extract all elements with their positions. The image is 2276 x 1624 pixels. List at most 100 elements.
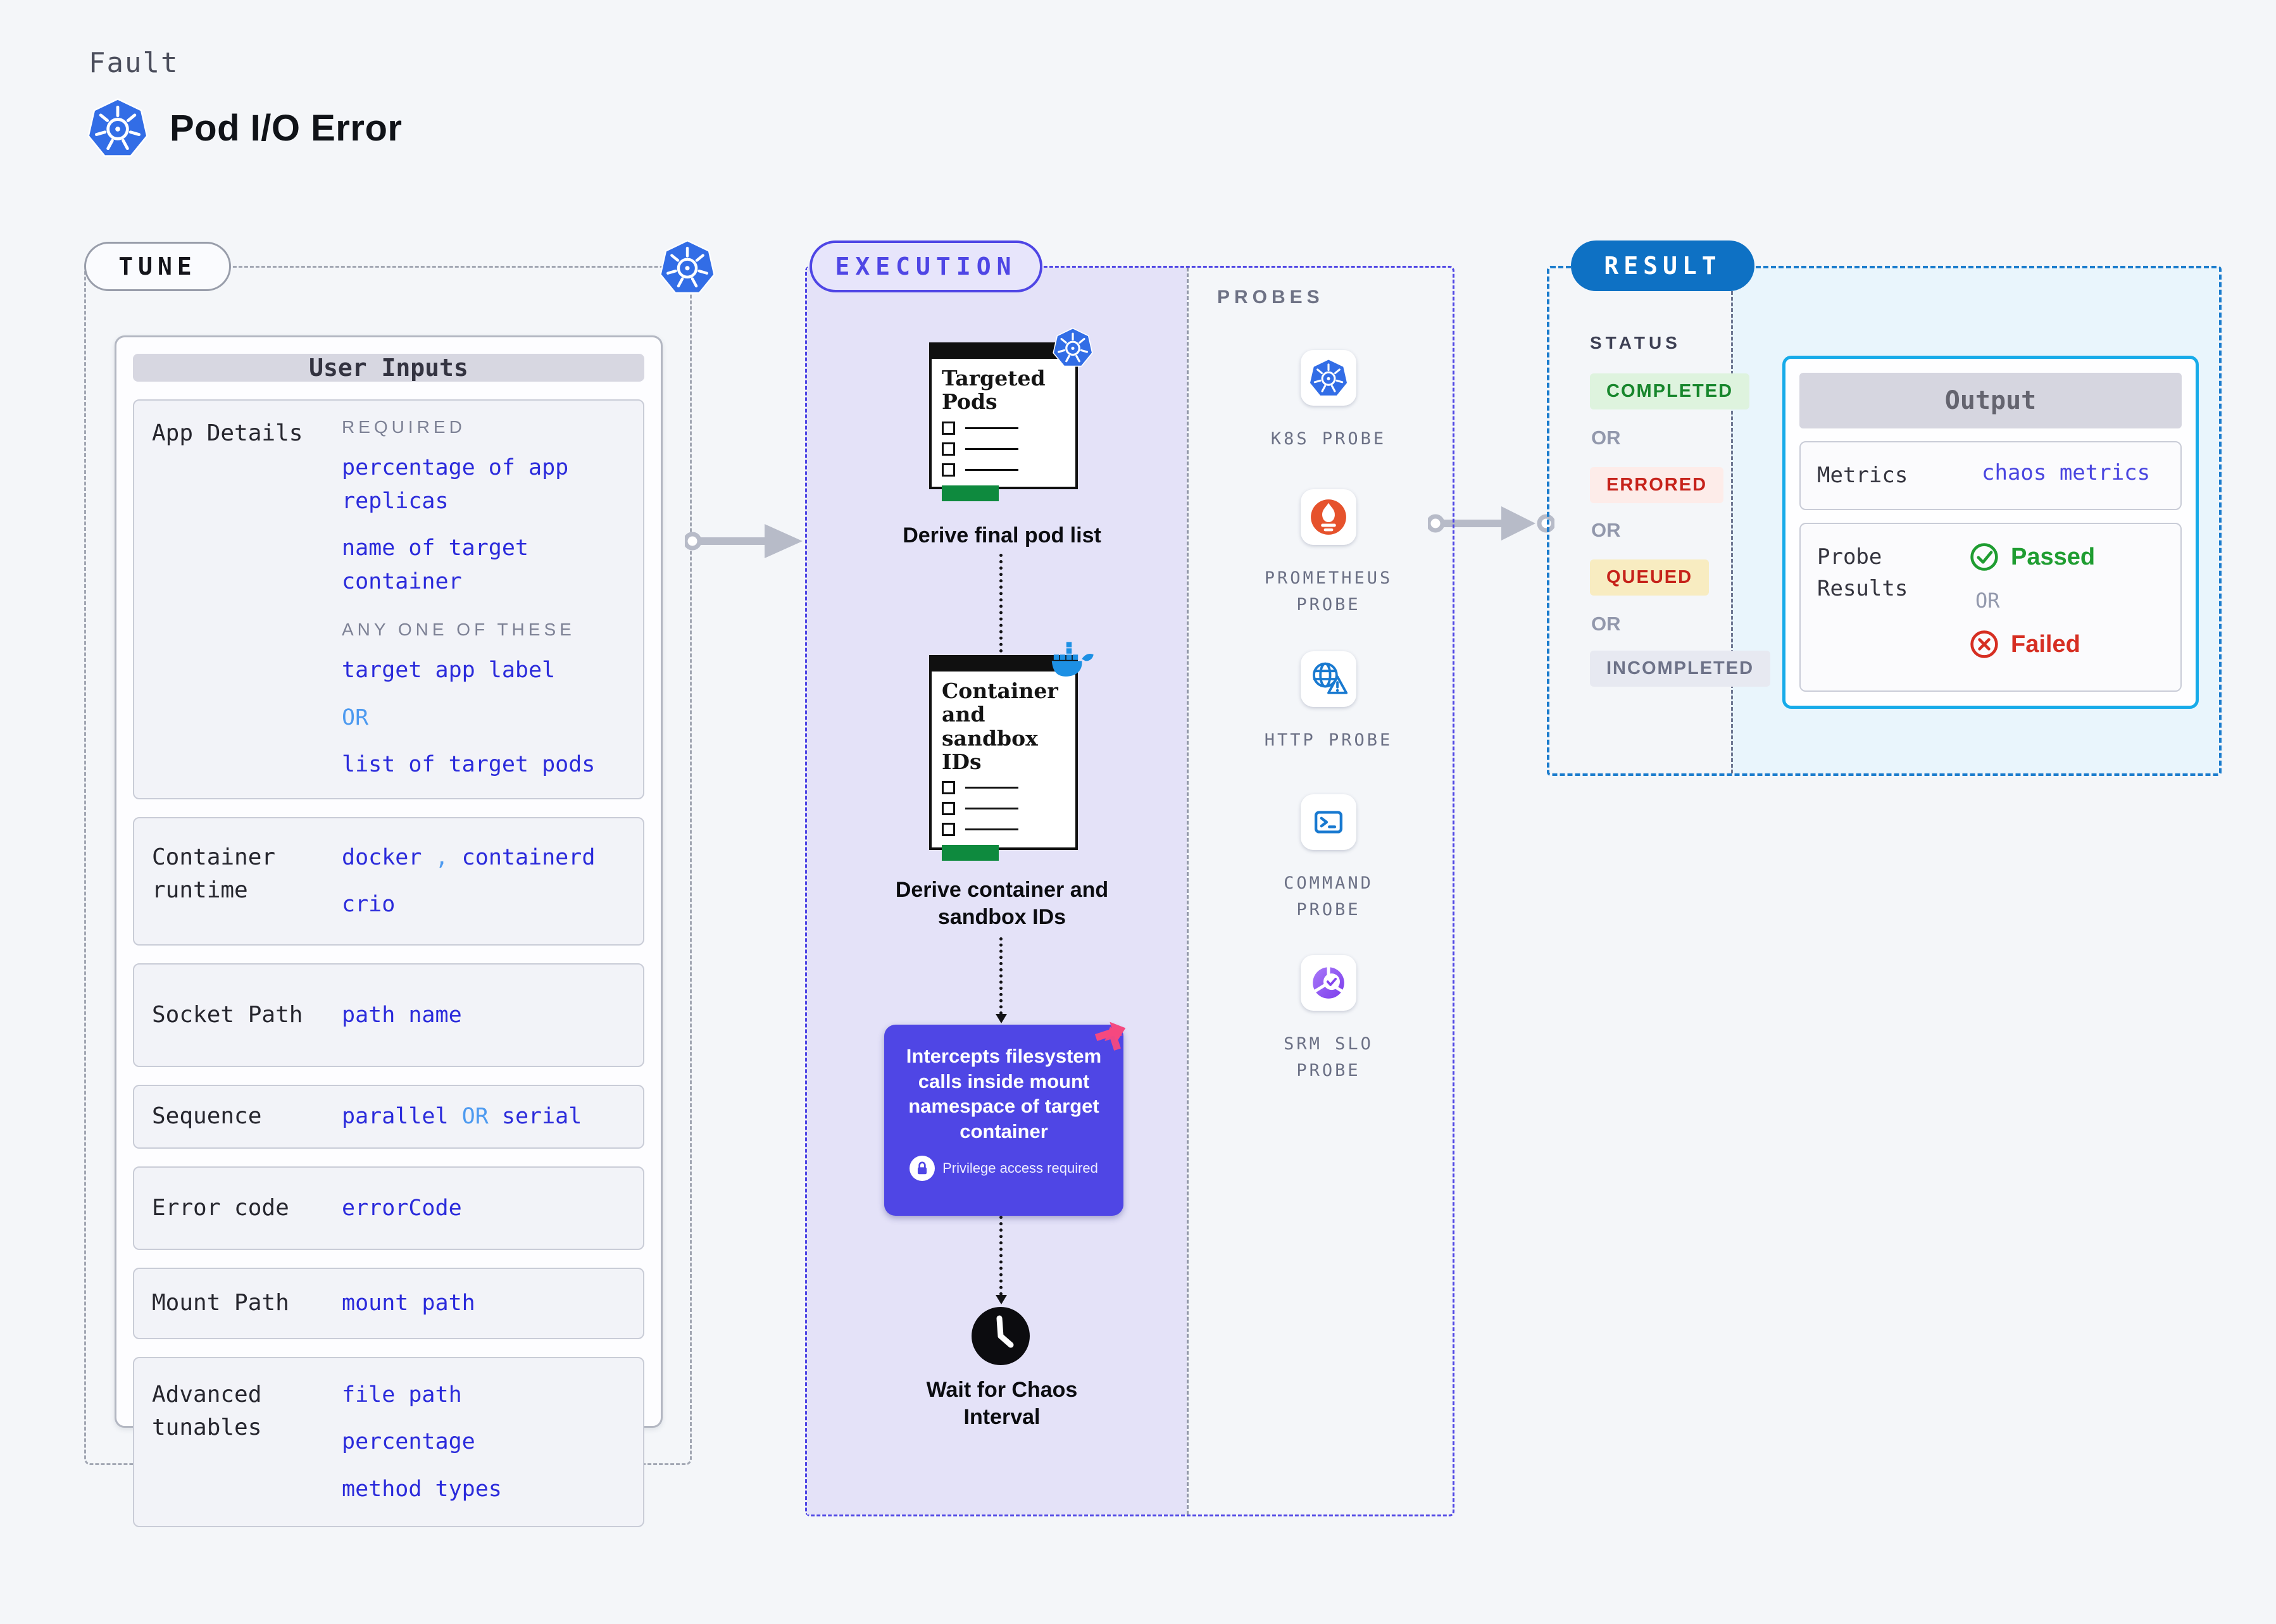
line-icon bbox=[965, 828, 1018, 831]
status-or: OR bbox=[1591, 519, 1621, 541]
row-socket-path: Socket Path path name bbox=[133, 963, 644, 1067]
step-caption: Wait for Chaos Interval bbox=[926, 1378, 1078, 1429]
passed-text: Passed bbox=[2011, 543, 2096, 570]
flow-connector bbox=[999, 554, 1003, 653]
required-label: REQUIRED bbox=[342, 417, 466, 437]
probe-card-http bbox=[1301, 651, 1356, 707]
checkbox-icon bbox=[942, 442, 955, 456]
user-inputs-table: User Inputs App Details REQUIRED percent… bbox=[115, 335, 663, 1527]
result-panel: STATUS COMPLETED OR ERRORED OR QUEUED OR… bbox=[1547, 266, 2222, 776]
probe-card-prometheus bbox=[1301, 489, 1356, 545]
row-label: Socket Path bbox=[152, 1001, 303, 1028]
line-icon bbox=[965, 447, 1018, 450]
doc-list-item bbox=[942, 802, 1065, 816]
checkbox-icon bbox=[942, 823, 955, 837]
kubernetes-icon bbox=[660, 239, 715, 295]
probe-card-command bbox=[1301, 794, 1356, 850]
probe-card-k8s bbox=[1301, 350, 1356, 406]
fault-eyebrow: Fault bbox=[89, 47, 179, 79]
tune-to-execution-arrow bbox=[685, 524, 803, 558]
page-header: Pod I/O Error bbox=[87, 96, 402, 159]
status-or: OR bbox=[1591, 427, 1621, 449]
page-title: Pod I/O Error bbox=[170, 107, 403, 149]
probes-divider bbox=[1187, 268, 1189, 1515]
status-or: OR bbox=[1591, 613, 1621, 635]
output-card: Output Metrics chaos metrics Probe Resul… bbox=[1782, 356, 2199, 709]
sequence-serial: serial bbox=[501, 1104, 582, 1129]
runtime-containerd: containerd bbox=[461, 844, 596, 870]
probe-label: PROMETHEUS PROBE bbox=[1264, 568, 1393, 615]
row-label: App Details bbox=[152, 420, 303, 446]
result-pill: RESULT bbox=[1571, 240, 1754, 291]
output-title: Output bbox=[1799, 373, 2182, 428]
probes-to-result-arrow bbox=[1428, 506, 1554, 540]
chaos-action-box: Intercepts filesystem calls inside mount… bbox=[884, 1021, 1126, 1216]
row-mount-path: Mount Path mount path bbox=[133, 1268, 644, 1339]
probe-label: SRM SLO PROBE bbox=[1284, 1034, 1373, 1080]
row-label: Sequence bbox=[152, 1103, 262, 1129]
clock-icon bbox=[972, 1307, 1030, 1365]
chaos-action-text: Intercepts filesystem calls inside mount… bbox=[906, 1045, 1102, 1143]
privilege-note-text: Privilege access required bbox=[942, 1159, 1098, 1176]
doc-list-item bbox=[942, 823, 1065, 837]
tunable-file-path: file path bbox=[342, 1382, 462, 1408]
tunable-method-types: method types bbox=[342, 1476, 502, 1502]
line-icon bbox=[965, 468, 1018, 471]
probe-label: COMMAND PROBE bbox=[1284, 873, 1373, 920]
option-a: target app label bbox=[342, 658, 556, 683]
command-probe-icon bbox=[1314, 811, 1343, 834]
execution-panel: Targeted Pods Derive final pod list Cont… bbox=[805, 266, 1454, 1516]
row-label: Mount Path bbox=[152, 1290, 289, 1316]
doc-title: Targeted Pods bbox=[942, 366, 1046, 415]
required-item: name of target container bbox=[342, 535, 529, 594]
probes-title: PROBES bbox=[1217, 287, 1324, 308]
status-badge-queued: QUEUED bbox=[1590, 559, 1710, 596]
checkbox-icon bbox=[942, 463, 955, 477]
x-circle-icon bbox=[1970, 630, 1998, 658]
checkbox-icon bbox=[942, 802, 955, 816]
privilege-note: Privilege access required bbox=[899, 1155, 1108, 1181]
doc-titlebar bbox=[932, 658, 1075, 671]
step-caption: Derive final pod list bbox=[903, 523, 1101, 547]
row-sequence: Sequence parallel OR serial bbox=[133, 1085, 644, 1149]
result-divider bbox=[1731, 268, 1733, 773]
row-label: Container runtime bbox=[152, 844, 276, 903]
prometheus-probe-icon bbox=[1311, 499, 1346, 535]
metrics-label: Metrics bbox=[1817, 463, 1908, 488]
step-caption: Derive container and sandbox IDs bbox=[895, 878, 1109, 929]
user-inputs-title: User Inputs bbox=[133, 354, 644, 382]
doc-list-item bbox=[942, 442, 1065, 456]
metrics-row: Metrics chaos metrics bbox=[1799, 441, 2182, 511]
result-or: OR bbox=[1975, 589, 2000, 613]
option-b: list of target pods bbox=[342, 752, 596, 777]
runtime-docker: docker bbox=[342, 844, 422, 870]
failed-text: Failed bbox=[2011, 630, 2080, 658]
row-label: Advanced tunables bbox=[152, 1381, 262, 1440]
srm-slo-probe-icon bbox=[1313, 966, 1344, 999]
metrics-value: chaos metrics bbox=[1982, 460, 2151, 485]
chaos-icon bbox=[1094, 1021, 1126, 1051]
row-container-runtime: Container runtime docker , containerd cr… bbox=[133, 816, 644, 946]
checkbox-icon bbox=[942, 421, 955, 435]
doc-list-item bbox=[942, 781, 1065, 795]
kubernetes-icon bbox=[1053, 327, 1093, 367]
line-icon bbox=[965, 808, 1018, 810]
doc-list-item bbox=[942, 463, 1065, 477]
kubernetes-icon bbox=[87, 96, 148, 159]
any-one-label: ANY ONE OF THESE bbox=[342, 620, 575, 639]
lock-icon bbox=[910, 1155, 935, 1181]
or-text: OR bbox=[461, 1104, 489, 1129]
comma: , bbox=[435, 844, 449, 870]
row-label: Error code bbox=[152, 1194, 289, 1221]
required-item: percentage of app replicas bbox=[342, 455, 569, 514]
socket-path-value: path name bbox=[342, 1002, 462, 1028]
sequence-parallel: parallel bbox=[342, 1104, 449, 1129]
or-text: OR bbox=[342, 704, 369, 730]
doc-titlebar bbox=[932, 345, 1075, 359]
probe-card-srm-slo bbox=[1301, 955, 1356, 1011]
row-app-details: App Details REQUIRED percentage of app r… bbox=[133, 399, 644, 799]
k8s-probe-icon bbox=[1309, 358, 1348, 397]
doc-list-item bbox=[942, 421, 1065, 435]
probe-results-label: Probe Results bbox=[1817, 544, 1908, 601]
checkbox-icon bbox=[942, 781, 955, 795]
